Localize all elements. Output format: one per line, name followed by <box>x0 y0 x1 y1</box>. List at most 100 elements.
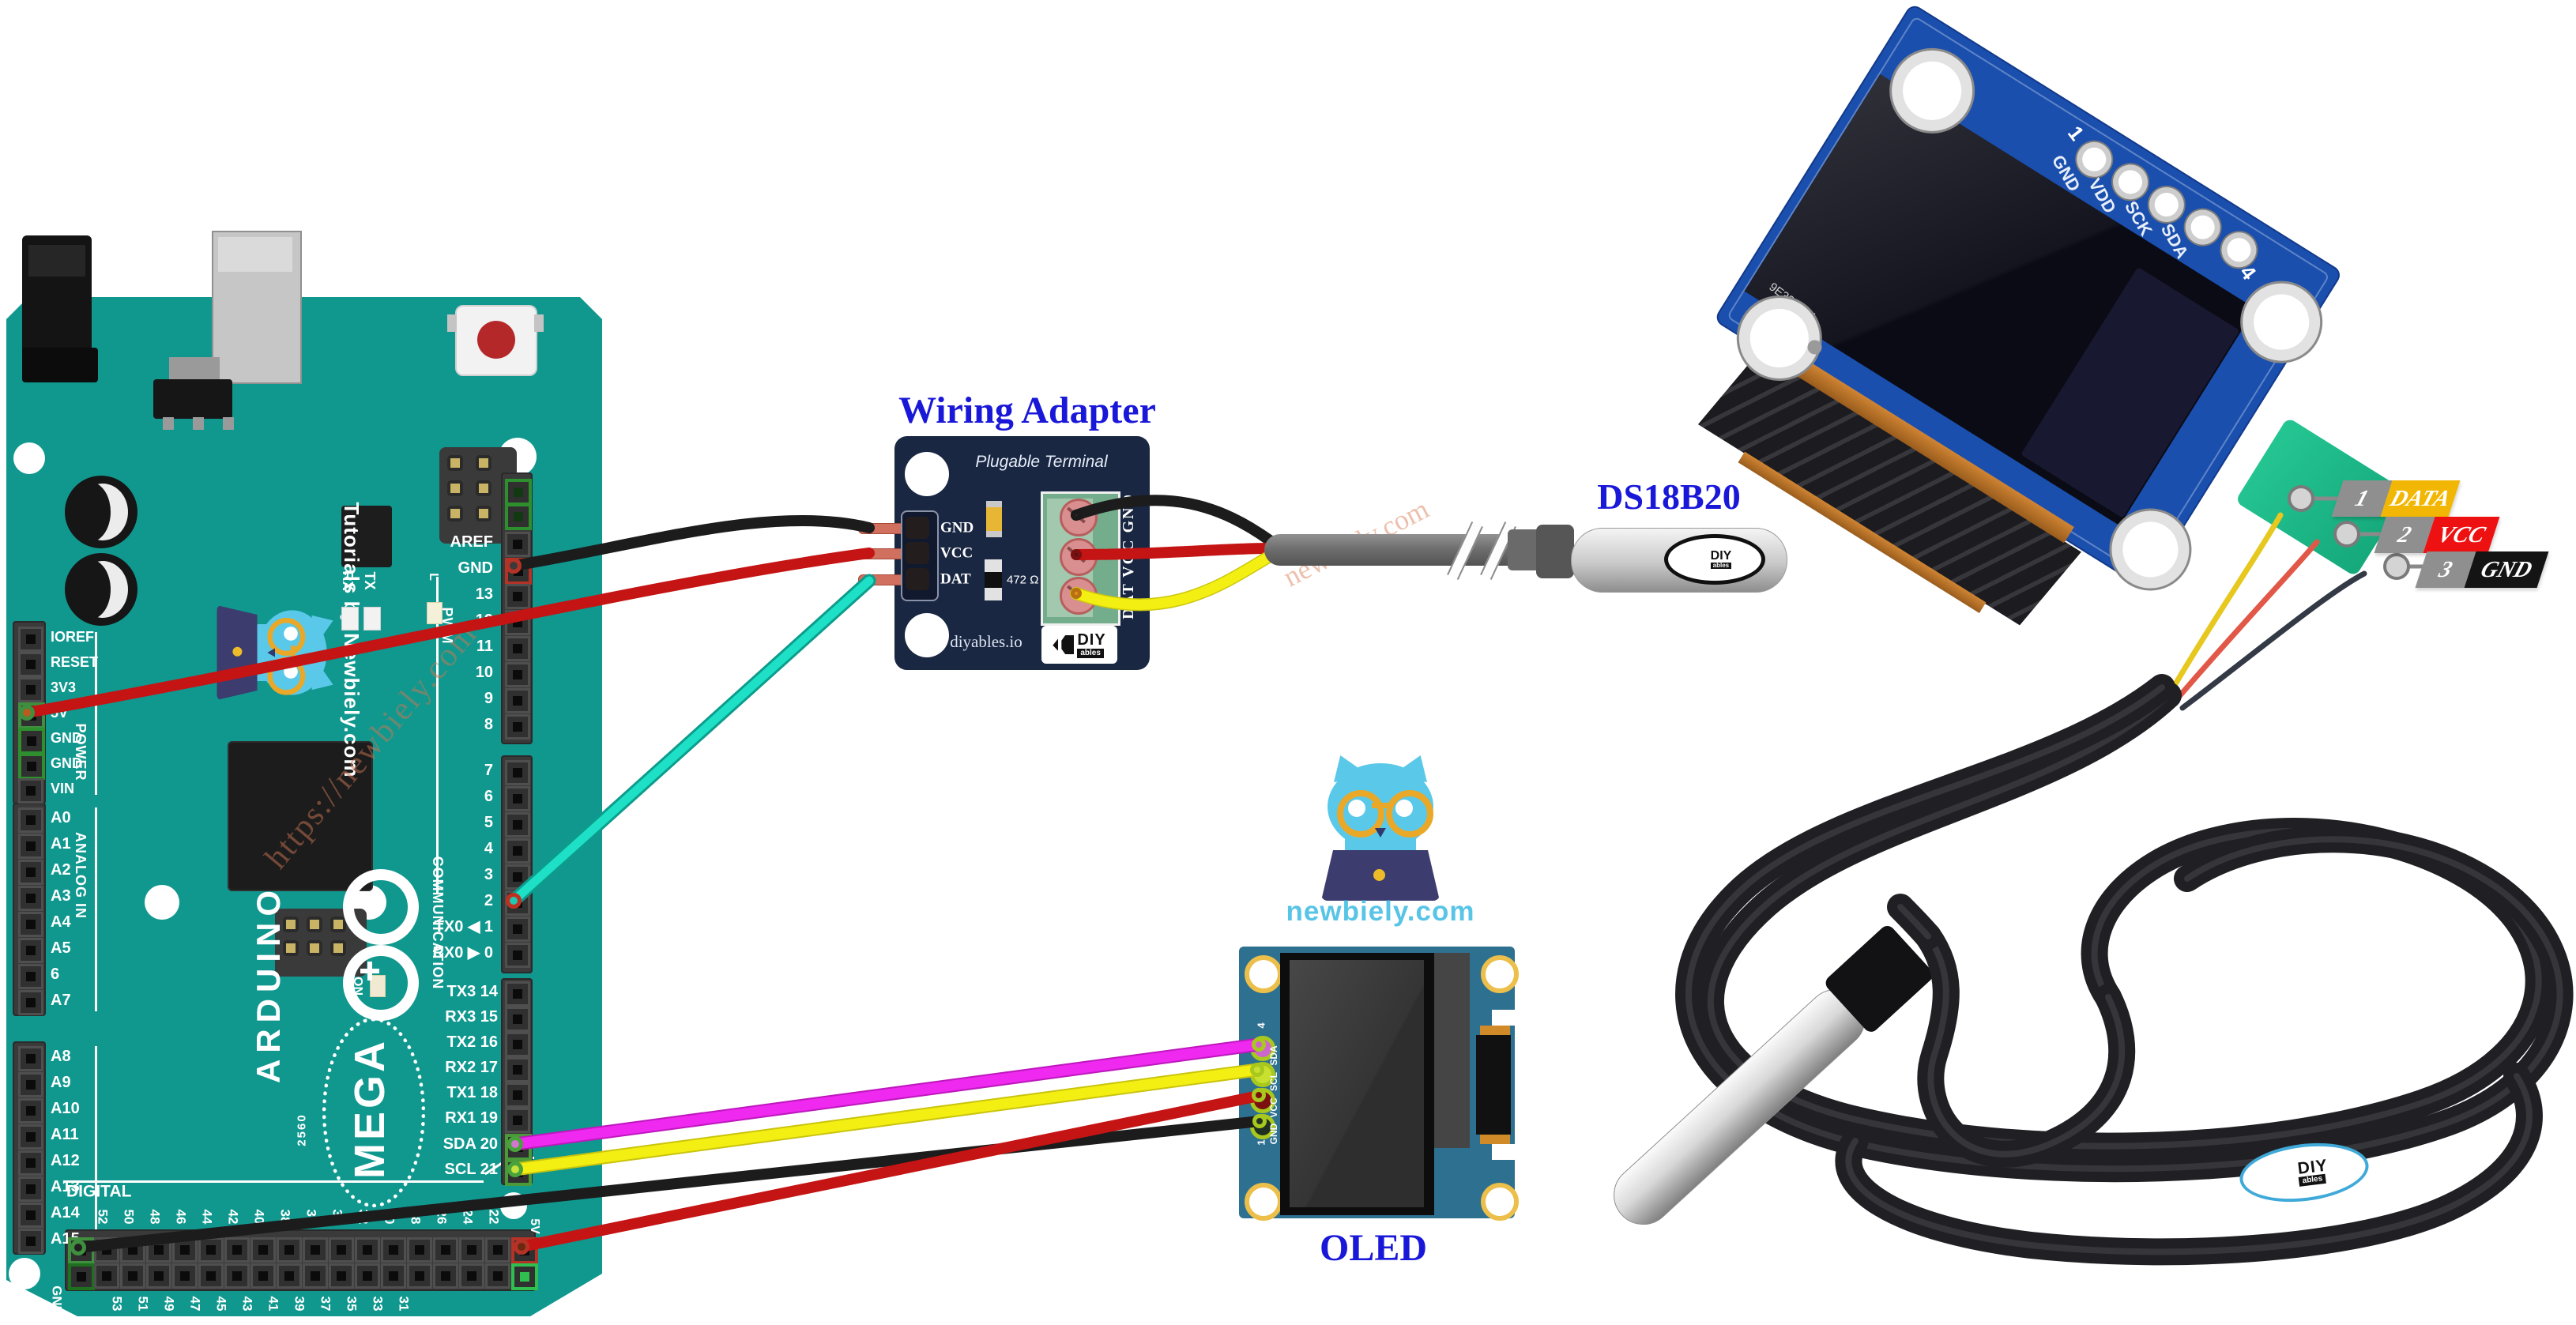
digital-pin-bottom <box>485 1263 510 1289</box>
icsp-pin <box>283 917 299 932</box>
mega-label-7: 7 <box>484 762 493 779</box>
tag-connector-circle <box>2288 485 2314 512</box>
mega-label-A12: A12 <box>51 1152 80 1169</box>
mega-pin-TX2 16 <box>505 1032 530 1057</box>
mega-label-5: 5 <box>484 814 493 831</box>
icsp-pin <box>283 940 299 956</box>
owl-glasses-bridge <box>1372 803 1389 808</box>
mega-pin-TX0 ◀ 1 <box>505 917 530 942</box>
capacitor-shadow <box>70 559 111 619</box>
section-line <box>436 577 439 893</box>
mount-hole <box>13 442 45 474</box>
digital-pin-bottom <box>459 1263 484 1289</box>
digital-pin-bottom <box>277 1263 302 1289</box>
mega-label-A14: A14 <box>51 1204 80 1221</box>
digital-pin-top <box>250 1237 276 1263</box>
wire-mega-5v-to-oled-vcc <box>516 1090 1264 1252</box>
mount-hole <box>9 1258 40 1289</box>
mega-pin-RESET <box>18 652 43 677</box>
oled-notch <box>1492 1010 1515 1026</box>
digital-pin-bottom <box>329 1263 354 1289</box>
mega-label-GND: GND <box>458 559 493 577</box>
capacitor <box>65 476 137 548</box>
mega-pin <box>505 503 532 530</box>
coil-highlight <box>1685 684 2563 1173</box>
wire-mega-5v-to-adapter-vcc <box>21 548 875 718</box>
mount-hole <box>145 885 179 920</box>
digital-pin-top <box>277 1237 302 1263</box>
adapter-mount-hole-bottom <box>905 613 949 657</box>
sensor-cable-coil <box>1915 923 2136 1168</box>
owl-glasses <box>1386 790 1433 838</box>
newbiely-logo: newbiely.com <box>1286 749 1474 925</box>
icsp-pin <box>476 455 491 471</box>
adapter-pin-DAT <box>906 568 929 590</box>
mega-pin-VIN <box>18 778 43 804</box>
owl-glasses <box>1337 790 1384 838</box>
adapter-pin-label-GND: GND <box>940 519 974 536</box>
oled-connector-copper <box>1480 1026 1510 1035</box>
wire-mega-d2-to-adapter-dat <box>509 576 874 905</box>
digital-pin-top <box>329 1237 354 1263</box>
reset-button-tab <box>534 314 544 332</box>
icsp-pin <box>447 455 463 471</box>
mega-label-3: 3 <box>484 866 493 883</box>
mega-pin-GND <box>18 728 45 755</box>
digital-pin-bottom <box>224 1263 250 1289</box>
oled-screen <box>1290 960 1424 1207</box>
mega-label-RX1 19: RX1 19 <box>445 1109 498 1127</box>
mega-label-A9: A9 <box>51 1074 71 1091</box>
wire-mega-sda20-to-oled-sda <box>510 1039 1264 1150</box>
connection-ring <box>19 705 35 721</box>
mega-label-GND: GND <box>51 755 82 771</box>
icsp-pin <box>307 940 322 956</box>
mega-pin-RX0 ▶ 0 <box>505 943 530 968</box>
diy-logo-text: DIY <box>1077 631 1106 649</box>
wire-adapter-gnd-to-cable <box>1071 495 1275 546</box>
connection-ring <box>507 1161 523 1177</box>
lead-sensor-vcc-red <box>2173 539 2320 703</box>
wire-adapter-vcc-to-cable <box>1071 543 1275 560</box>
mega-pin-A13 <box>18 1176 43 1202</box>
tag-name: GND <box>2464 551 2549 588</box>
mega-pin-A10 <box>18 1098 43 1124</box>
mega-pin-3V3 <box>18 677 43 702</box>
mega-label-TX1 18: TX1 18 <box>446 1084 498 1101</box>
mega-label-11: 11 <box>476 638 493 655</box>
mega-pin-A3 <box>18 886 43 911</box>
digital-pin-top <box>433 1237 458 1263</box>
adapter-site-label: diyables.io <box>950 632 1022 651</box>
mega-pin-A12 <box>18 1150 43 1176</box>
mega-label-GND: GND <box>51 730 82 746</box>
adapter-pin-label-DAT: DAT <box>940 570 971 588</box>
mega-pin-A5 <box>18 938 43 963</box>
connection-ring <box>1250 1063 1264 1077</box>
mega-pin-A0 <box>18 807 43 833</box>
mega-pin-A14 <box>18 1203 43 1228</box>
mega-label-6: 6 <box>484 788 493 805</box>
digital-pin-bottom <box>511 1263 538 1290</box>
mega-pin-5 <box>505 812 530 838</box>
oled-connector <box>1476 1035 1511 1135</box>
icsp-pin <box>476 480 491 496</box>
digital-pin-bottom <box>94 1263 119 1289</box>
power-jack-base <box>22 348 98 382</box>
led-cap <box>986 501 1002 507</box>
mega-pin-A7 <box>18 990 43 1015</box>
mega-pin-A15 <box>18 1229 43 1254</box>
section-line <box>63 1180 484 1183</box>
diyables-logo: DIY ables <box>1041 626 1117 664</box>
connection-ring <box>506 558 522 574</box>
oled-mount-hole <box>1481 1183 1519 1221</box>
mega-label-AREF: AREF <box>450 533 493 551</box>
led-cap <box>986 531 1002 537</box>
mega-pin-A8 <box>18 1046 43 1071</box>
rx-led <box>341 607 359 631</box>
digital-pin-bottom <box>120 1263 145 1289</box>
mega-label-TX0 ◀ 1: TX0 ◀ 1 <box>434 918 493 935</box>
ables-logo-text: ables <box>2299 1173 2326 1187</box>
mega-pin-A1 <box>18 834 43 859</box>
